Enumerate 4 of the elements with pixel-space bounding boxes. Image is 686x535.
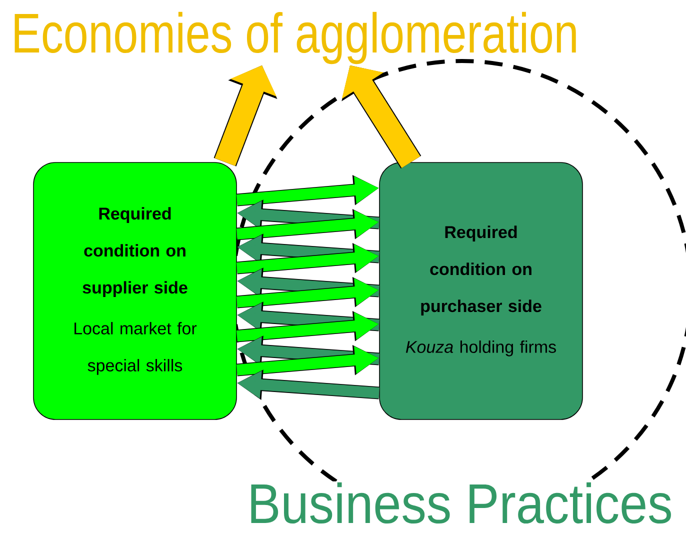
circle-label: Business Practices [246, 481, 674, 525]
supplier-box: Required condition on supplier side Local market for special skills [33, 162, 237, 420]
title: Economies of agglomeration [14, 12, 576, 64]
purchaser-box: Required condition on purchaser side Kouza holding firms [379, 162, 583, 420]
